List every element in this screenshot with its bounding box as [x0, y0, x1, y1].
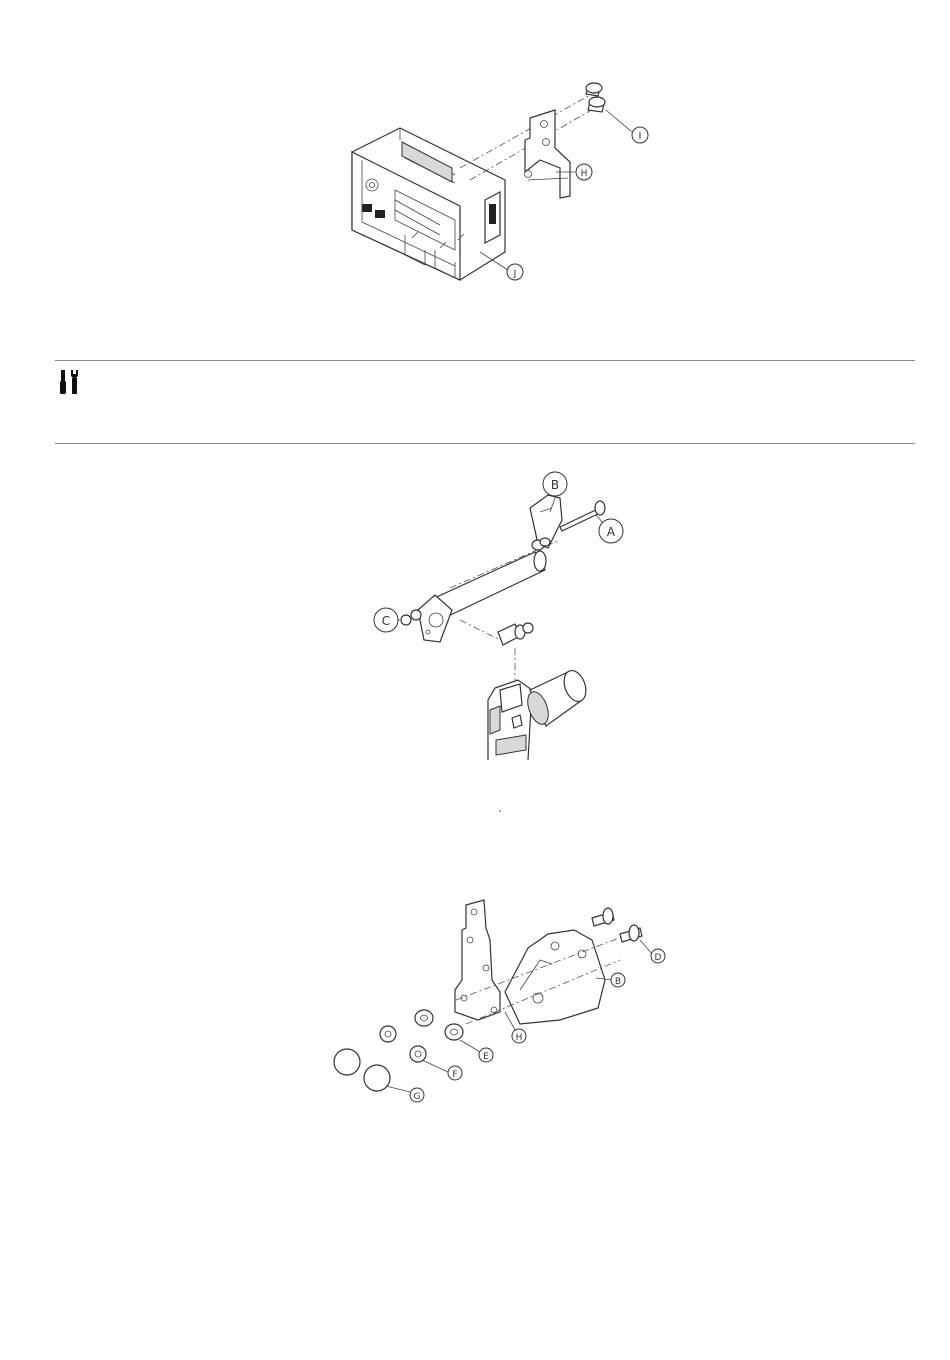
callout-f: F [452, 1070, 457, 1080]
callout-g: G [414, 1092, 421, 1102]
callout-e: E [483, 1052, 489, 1062]
figure-bracket-hardware: D B H E F G [0, 0, 950, 1140]
callout-h-lower: H [516, 1033, 523, 1043]
callout-d: D [655, 953, 662, 963]
callout-b-lower: B [615, 977, 621, 987]
